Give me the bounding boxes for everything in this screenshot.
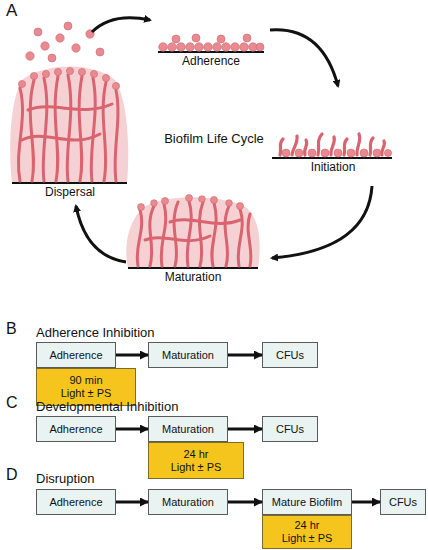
panel-letter: A (6, 2, 17, 21)
box-text: Light ± PS (282, 532, 333, 545)
panel-letter: D (6, 466, 18, 484)
box-text: 90 min (69, 374, 102, 387)
flow-arrow (116, 501, 148, 504)
process-box: Maturation (148, 416, 228, 442)
box-text: CFUs (389, 496, 417, 509)
process-box: Adherence (36, 342, 116, 368)
panel-title: Disruption (36, 472, 95, 486)
stage-label: Dispersal (45, 186, 95, 199)
process-box: Maturation (148, 342, 228, 368)
flow-arrow (352, 501, 380, 504)
treatment-box: 24 hrLight ± PS (262, 515, 352, 549)
box-text: Maturation (162, 349, 214, 362)
process-box: Adherence (36, 489, 116, 515)
box-text: Light ± PS (171, 461, 222, 474)
box-text: Adherence (49, 349, 102, 362)
box-text: CFUs (276, 349, 304, 362)
process-box: CFUs (262, 342, 318, 368)
stage-label: Maturation (165, 271, 222, 284)
stage-label: Biofilm Life Cycle (164, 132, 264, 146)
flow-arrow (228, 354, 262, 357)
box-text: Adherence (49, 496, 102, 509)
box-text: Maturation (162, 423, 214, 436)
box-text: Maturation (162, 496, 214, 509)
box-text: CFUs (276, 423, 304, 436)
flow-arrow (116, 428, 148, 431)
panel-title: Developmental Inhibition (36, 400, 178, 414)
flow-arrow (116, 354, 148, 357)
flow-arrow (228, 428, 262, 431)
process-box: Maturation (148, 489, 228, 515)
process-box: Mature Biofilm (262, 489, 352, 515)
process-box: CFUs (380, 489, 426, 515)
panel-letter: C (6, 394, 18, 412)
panel-letter: B (6, 320, 17, 338)
flow-arrow (228, 501, 262, 504)
box-text: 24 hr (294, 519, 319, 532)
treatment-box: 24 hrLight ± PS (148, 442, 244, 479)
box-text: Adherence (49, 423, 102, 436)
panel-title: Adherence Inhibition (36, 326, 155, 340)
process-box: Adherence (36, 416, 116, 442)
stage-label: Adherence (182, 55, 240, 68)
box-text: Mature Biofilm (272, 496, 342, 509)
box-text: Light ± PS (61, 387, 112, 400)
box-text: 24 hr (183, 448, 208, 461)
process-box: CFUs (262, 416, 318, 442)
stage-label: Initiation (311, 161, 356, 174)
